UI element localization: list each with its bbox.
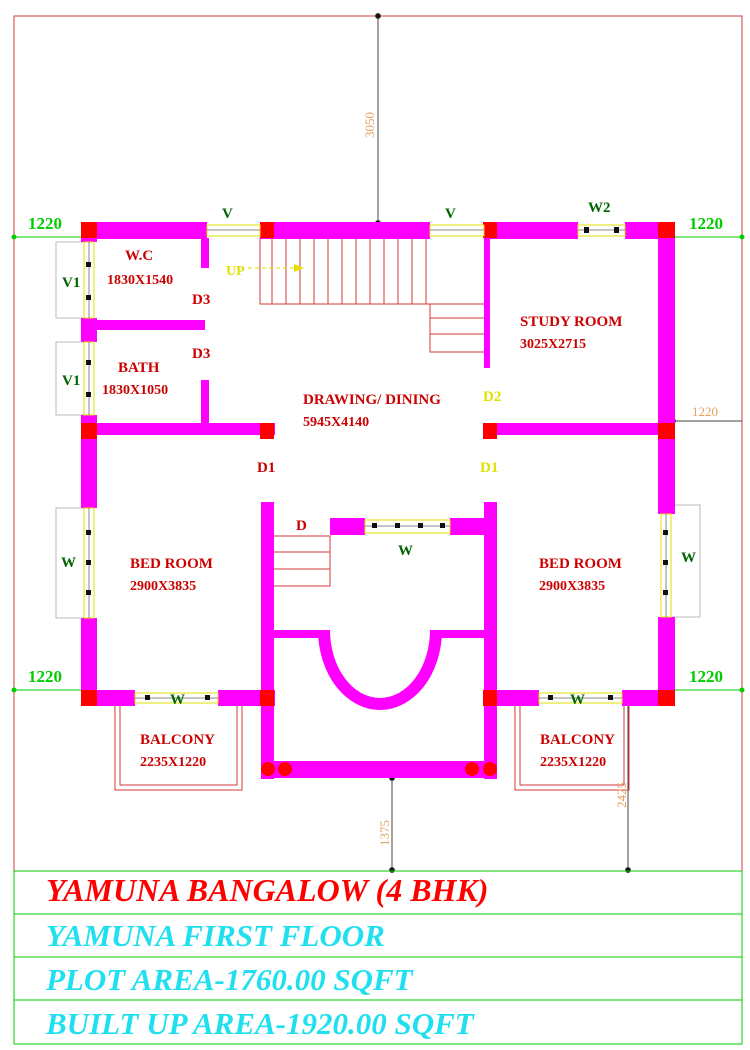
door-d1-right-label: D1 [480,460,498,476]
bed-room-left-size: 2900X3835 [130,579,196,594]
vent-v1-lower-label: V1 [62,373,80,389]
door-d-label: D [296,518,307,534]
green-setback-lines [11,234,745,693]
wc-label: W.C [125,248,153,264]
title-built-up-area: BUILT UP AREA-1920.00 SQFT [46,1006,474,1041]
vent-top-left-label: V [222,206,233,222]
window-center-label: W [398,543,413,559]
opening-labels: V V W2 V1 V1 D3 D3 D2 D1 D1 D W W W W W … [61,200,696,708]
door-d3-bath-label: D3 [192,346,210,362]
columns [81,222,675,776]
drawing-dining-label: DRAWING/ DINING [303,392,441,408]
bed-room-right-label: BED ROOM [539,556,622,572]
bed-room-right-size: 2900X3835 [539,579,605,594]
drawing-dining-size: 5945X4140 [303,415,369,430]
dimension-labels: 1220 1220 1220 1220 1220 3050 1375 2425 [28,112,723,846]
dim-top-left: 1220 [28,214,62,233]
stair-up-label: UP [226,264,245,279]
dim-setback-right: 1220 [692,404,718,419]
windows [83,224,672,704]
study-room-label: STUDY ROOM [520,314,622,330]
door-d1-left-label: D1 [257,460,275,476]
dim-bottom-left: 1220 [28,667,62,686]
title-first-floor: YAMUNA FIRST FLOOR [46,918,385,953]
door-d2-label: D2 [483,389,501,405]
title-bangalow: YAMUNA BANGALOW (4 BHK) [46,872,489,908]
dim-setback-bottom-right: 2425 [614,782,629,808]
vent-top-mid-label: V [445,206,456,222]
walls [81,222,675,779]
balconies [114,705,630,791]
dim-bottom-right: 1220 [689,667,723,686]
porch-steps [274,535,331,587]
bay-frames [55,241,701,619]
wc-size: 1830X1540 [107,273,173,288]
staircase [259,238,484,353]
dim-setback-top: 3050 [362,112,377,138]
bath-size: 1830X1050 [102,383,168,398]
study-room-size: 3025X2715 [520,337,586,352]
balcony-left-size: 2235X1220 [140,755,206,770]
door-d3-wc-label: D3 [192,292,210,308]
window-balcony-right-label: W [570,692,585,708]
window-balcony-left-label: W [170,692,185,708]
bath-label: BATH [118,360,160,376]
vent-v1-upper-label: V1 [62,275,80,291]
room-labels: W.C 1830X1540 BATH 1830X1050 STUDY ROOM … [102,248,622,770]
bed-room-left-label: BED ROOM [130,556,213,572]
balcony-right-label: BALCONY [540,732,615,748]
balcony-left-label: BALCONY [140,732,215,748]
window-left-wall-label: W [61,555,76,571]
dim-setback-bottom-mid: 1375 [377,820,392,846]
window-w2-label: W2 [588,200,611,216]
window-right-wall-label: W [681,550,696,566]
title-plot-area: PLOT AREA-1760.00 SQFT [46,962,413,997]
title-block-lines [13,870,743,1045]
dim-top-right: 1220 [689,214,723,233]
balcony-right-size: 2235X1220 [540,755,606,770]
